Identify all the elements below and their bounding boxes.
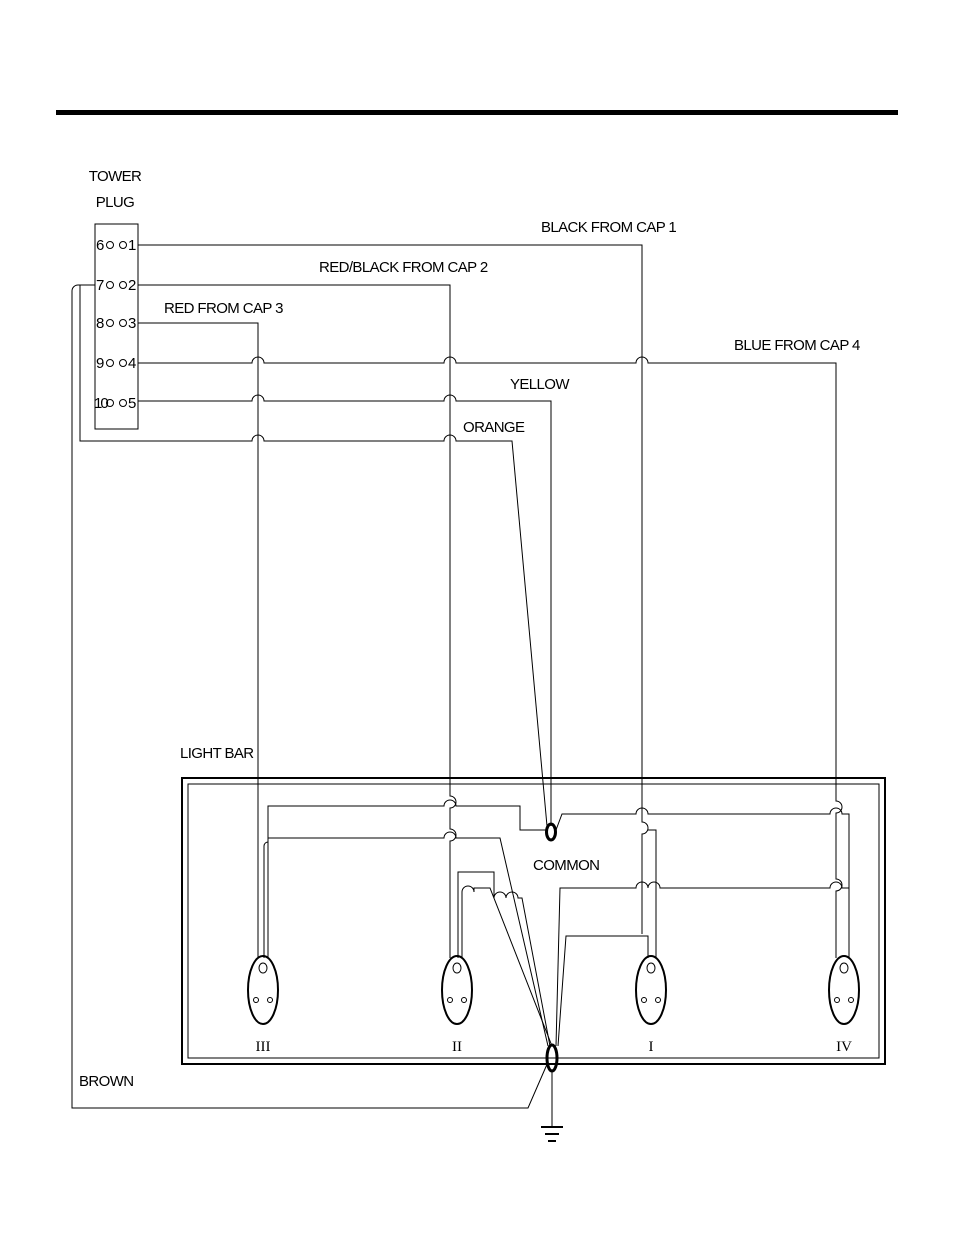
bar-wire-common-to-i-iv [555, 807, 850, 958]
plug-pin-row-4: 9 4 [96, 355, 136, 372]
pin-2-circle [119, 281, 127, 289]
pin-1-label: 1 [128, 237, 136, 254]
tower-plug-label-line2: PLUG [96, 194, 134, 211]
red-from-cap3-label: RED FROM CAP 3 [164, 300, 283, 317]
wire-red-black-cap2 [138, 284, 457, 958]
bar-wire-ground-to-iv [555, 881, 849, 1047]
blue-from-cap4-label: BLUE FROM CAP 4 [734, 337, 860, 354]
tower-plug-label-line1: TOWER [89, 168, 142, 185]
common-junction [545, 822, 557, 842]
pin-3-circle [119, 319, 127, 327]
bar-wire-ground-to-i [557, 935, 649, 1047]
lamp-ii [441, 955, 473, 1025]
pin-7-label: 7 [96, 277, 104, 294]
plug-pin-row-1: 6 1 [96, 237, 136, 254]
pin-1-circle [119, 241, 127, 249]
bar-wire-i-common [648, 829, 657, 958]
pin-9-label: 9 [96, 355, 104, 372]
pin-4-label: 4 [128, 355, 136, 372]
brown-label: BROWN [79, 1073, 134, 1090]
pin-8-label: 8 [96, 315, 104, 332]
wire-black-cap1 [138, 244, 649, 934]
wire-red-cap3 [138, 322, 259, 958]
wire-orange [79, 284, 548, 827]
wire-blue-cap4 [138, 356, 843, 958]
plug-pin-row-2: 7 2 [96, 277, 136, 294]
yellow-label: YELLOW [510, 376, 570, 393]
orange-label: ORANGE [463, 419, 525, 436]
wire-brown [71, 284, 549, 1109]
bar-wire-ii-b [461, 885, 553, 1047]
pin-8-circle [106, 319, 114, 327]
pin-5-label: 5 [128, 395, 136, 412]
lamp-iii [247, 955, 279, 1025]
lamp-ii-label: II [452, 1039, 462, 1055]
pin-3-label: 3 [128, 315, 136, 332]
bar-wire-common-to-iii-a [267, 799, 546, 958]
pin-10-circle [106, 399, 114, 407]
header-rule [56, 110, 898, 115]
lamp-i-label: I [649, 1039, 654, 1055]
wire-yellow [138, 394, 552, 826]
light-bar-outer [181, 777, 886, 1065]
pin-6-label: 6 [96, 237, 104, 254]
pin-4-circle [119, 359, 127, 367]
pin-7-circle [106, 281, 114, 289]
lamp-iii-label: III [256, 1039, 271, 1055]
plug-pin-row-3: 8 3 [96, 315, 136, 332]
pin-5-circle [119, 399, 127, 407]
tower-plug-connector [94, 223, 139, 430]
pin-6-circle [106, 241, 114, 249]
pin-9-circle [106, 359, 114, 367]
ground-icon [541, 1071, 563, 1142]
pin-10-label: 10 [94, 395, 108, 412]
lamp-i [635, 955, 667, 1025]
red-black-from-cap2-label: RED/BLACK FROM CAP 2 [319, 259, 488, 276]
bar-wire-ii-ground [457, 871, 551, 1047]
plug-pin-row-5: 10 5 [94, 395, 136, 412]
bar-wire-iii-b [263, 831, 549, 1047]
light-bar-label: LIGHT BAR [180, 745, 254, 762]
light-bar-inner [187, 783, 880, 1059]
pin-2-label: 2 [128, 277, 136, 294]
black-from-cap1-label: BLACK FROM CAP 1 [541, 219, 676, 236]
lamp-iv [828, 955, 860, 1025]
common-label: COMMON [533, 857, 599, 874]
lamp-iv-label: IV [836, 1039, 852, 1055]
